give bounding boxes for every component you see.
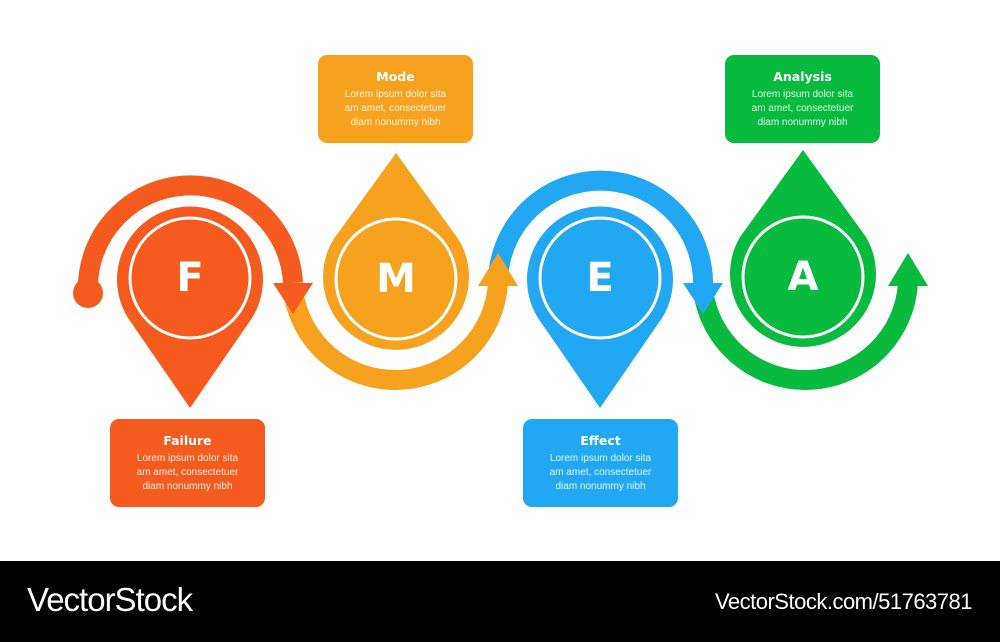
arrow-up-icon (888, 253, 928, 286)
failure-letter: F (176, 255, 204, 301)
effect-pin (527, 206, 674, 408)
analysis-box: Analysis Lorem ipsum dolor sita am amet,… (725, 55, 880, 143)
mode-title: Mode (376, 69, 415, 84)
failure-description: Lorem ipsum dolor sita am amet, consecte… (136, 453, 239, 492)
analysis-letter: A (787, 254, 819, 300)
failure-pin (117, 206, 264, 408)
failure-arc (77, 175, 303, 294)
effect-title: Effect (580, 433, 621, 448)
watermark-footer: VectorStock VectorStock.com/51763781 (0, 561, 1000, 642)
failure-title: Failure (163, 433, 212, 448)
effect-description: Lorem ipsum dolor sita am amet, consecte… (549, 453, 652, 492)
effect-box: Effect Lorem ipsum dolor sita am amet, c… (523, 419, 678, 507)
mode-arc (283, 282, 508, 390)
brand-logo: VectorStock (27, 581, 193, 618)
image-reference: VectorStock.com/51763781 (714, 589, 973, 614)
fmea-diagram: F M E A Failure Lorem ipsum dolor sita a… (73, 55, 928, 507)
start-dot-icon (73, 278, 103, 308)
fmea-flow-graphic (73, 150, 928, 408)
mode-description: Lorem ipsum dolor sita am amet, consecte… (344, 89, 447, 128)
analysis-description: Lorem ipsum dolor sita am amet, consecte… (751, 89, 854, 128)
arrow-down-icon (683, 283, 723, 314)
mode-drop (323, 153, 469, 350)
analysis-arc (693, 282, 918, 390)
analysis-drop (730, 150, 877, 347)
mode-letter: M (376, 256, 416, 302)
arrow-down-icon (273, 283, 313, 314)
analysis-title: Analysis (773, 69, 832, 84)
mode-box: Mode Lorem ipsum dolor sita am amet, con… (318, 55, 473, 143)
effect-arc (488, 170, 713, 284)
arrow-up-icon (478, 253, 518, 286)
failure-box: Failure Lorem ipsum dolor sita am amet, … (110, 419, 265, 507)
effect-letter: E (586, 255, 614, 301)
